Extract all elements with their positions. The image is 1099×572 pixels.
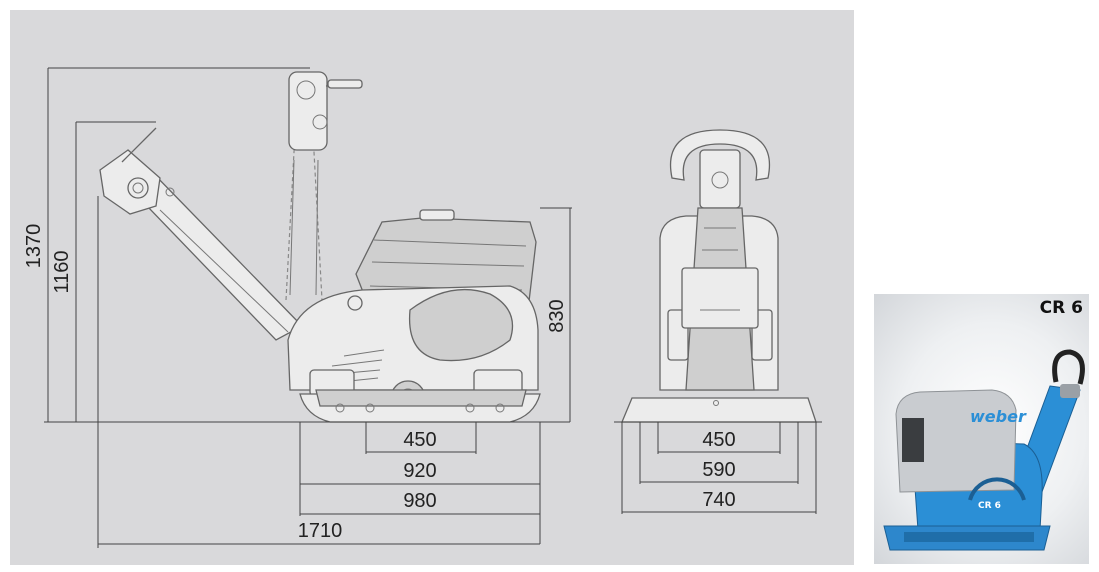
plate-rail (904, 532, 1034, 542)
handle-grip (1060, 384, 1080, 398)
product-photo: CR 6 weber CR 6 (874, 294, 1089, 564)
dim-front-outer: 740 (702, 489, 735, 511)
dim-total-length: 1710 (298, 520, 343, 542)
dimension-lines (44, 67, 822, 548)
handle-loop (1052, 349, 1085, 385)
dim-handle-height: 1160 (51, 250, 73, 293)
dim-front-inner: 450 (702, 429, 735, 451)
technical-drawing: 1370 1160 830 450 920 980 1710 450 590 7… (10, 10, 854, 565)
plate-text: CR 6 (978, 501, 1001, 511)
housing-vent (902, 418, 924, 462)
base-plate-side (299, 389, 541, 423)
model-label: CR 6 (1039, 298, 1083, 318)
brand-logo: weber (970, 407, 1027, 426)
dim-front-mid: 590 (702, 459, 735, 481)
front-view-machine (621, 129, 817, 423)
dim-total-height: 1370 (23, 224, 45, 269)
dim-base-length: 980 (403, 490, 436, 512)
fan-cover (968, 477, 1026, 501)
dim-body-height: 830 (546, 299, 568, 332)
upright-handle-ghost (285, 71, 363, 301)
dim-plate-width: 920 (403, 460, 436, 482)
inclined-handle (99, 127, 304, 341)
dimension-drawing-svg: 1370 1160 830 450 920 980 1710 450 590 7… (23, 67, 822, 548)
compactor-illustration: weber CR 6 (883, 349, 1085, 551)
dim-plate-inner: 450 (403, 429, 436, 451)
engine-housing-side (287, 209, 539, 416)
engine-housing (895, 389, 1017, 493)
